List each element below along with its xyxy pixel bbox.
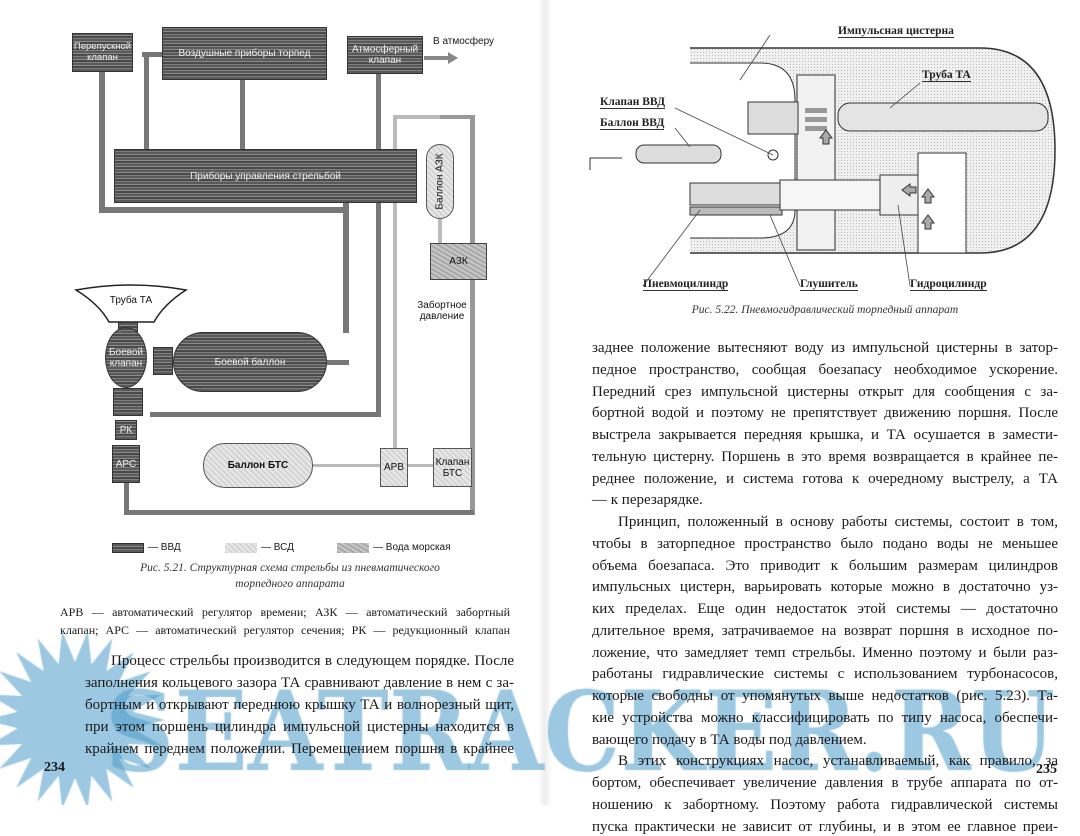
body-line: импульсных цистерн, варьировать которые … — [592, 579, 1058, 596]
body-line: пуска практически не зависит от глубины,… — [592, 818, 1058, 835]
atmo-valve-block: Атмосферный клапан — [347, 36, 423, 74]
page-number: 234 — [44, 760, 65, 775]
azk-block: АЗК — [430, 243, 487, 280]
combat-valve: Боевой клапан — [105, 327, 147, 388]
azk-cylinder: Баллон АЗК — [426, 144, 454, 219]
flange — [153, 347, 173, 375]
valve-base — [113, 388, 143, 416]
body-line: вающего подачу в ТА воды под давлением. — [592, 731, 867, 748]
body-line: заднее положение вытесняют воду из импул… — [592, 340, 1058, 356]
body-line: при этом поршень цилиндра импульсной цис… — [85, 719, 514, 735]
body-line: объема боезапаса. Это приводит к большим… — [592, 557, 1058, 574]
legend-label: — ВСД — [261, 542, 294, 553]
arv-block: АРВ — [380, 448, 408, 487]
air-devices-block: Воздушные приборы торпед — [162, 27, 327, 80]
body-line: реднее положение, и система готова к оче… — [592, 470, 1058, 487]
figure-caption: Рис. 5.22. Пневмогидравлический торпедны… — [691, 304, 959, 316]
label-pneumo-cylinder: Пневмоцилиндр — [643, 278, 729, 291]
body-line: — к перезарядке. — [592, 492, 703, 509]
label-muffler: Глушитель — [800, 278, 858, 291]
body-line: педное пространство, сообщая боезапасу н… — [592, 361, 1058, 378]
body-line: бортной водой и поэтому не препятствует … — [592, 405, 1058, 422]
rk-block: РК — [115, 420, 137, 440]
figure-caption: торпедного аппарата — [235, 578, 345, 590]
body-line: бортным и открывают переднюю крышку ТА и… — [85, 697, 514, 713]
abbreviations: АРВ — автоматический регулятор времени; … — [60, 605, 510, 619]
body-line: заполнения кольцевого зазора ТА сравнива… — [85, 675, 514, 691]
outboard-pressure-label: Забортное давление — [417, 300, 467, 322]
arrow-right-icon — [424, 56, 450, 60]
legend-label: — ВВД — [148, 542, 181, 553]
body-line: длительное время, затрачиваемое на возвр… — [592, 622, 1058, 639]
legend-label: — Вода морская — [373, 542, 451, 553]
body-line: В этих конструкциях насос, устанавливаем… — [618, 753, 1058, 770]
body-line: тельную цистерну. Поршень в это время во… — [592, 448, 1058, 465]
body-line: ложение, что замедляет темп стрельбы. Им… — [592, 644, 1058, 661]
body-line: Процесс стрельбы производится в следующе… — [111, 653, 514, 669]
figure-5-22 — [589, 34, 1056, 287]
bts-valve-block: Клапан БТС — [433, 448, 472, 487]
bts-cylinder: Баллон БТС — [203, 443, 313, 488]
body-line: чтобы в заторпедное пространство было по… — [592, 535, 1058, 552]
label-hp-valve: Клапан ВВД — [600, 96, 666, 109]
legend-swatch-water — [337, 543, 369, 553]
ars-block: АРС — [112, 445, 140, 483]
body-line: Передний срез импульсной цистерны открыт… — [592, 383, 1058, 400]
label-hydro-cylinder: Гидроцилиндр — [910, 278, 987, 291]
body-line: ких пределах. Еще один недостаток этой с… — [592, 601, 1058, 617]
to-atmosphere-label: В атмосферу — [433, 36, 495, 47]
arrow-head-icon — [448, 52, 458, 64]
legend-swatch-vvd — [112, 543, 144, 553]
body-line: работаны гидравлические системы с исполь… — [592, 666, 1058, 683]
fire-control-block: Приборы управления стрельбой — [114, 149, 417, 203]
body-line: Принцип, положенный в основу работы сист… — [618, 514, 1058, 530]
book-spine — [538, 0, 552, 805]
label-hp-cylinder: Баллон ВВД — [600, 117, 665, 130]
body-line: которые свободны от упомянутых выше недо… — [592, 688, 1058, 704]
figure-caption: Рис. 5.21. Структурная схема стрельбы из… — [140, 562, 440, 574]
tube-shape — [74, 284, 189, 323]
label-tube: Труба ТА — [922, 69, 971, 82]
body-line: выстрела закрывается передняя крышка, и … — [592, 427, 1058, 443]
page-number: 235 — [1036, 762, 1057, 777]
body-line: бортом, обеспечивает увеличение давления… — [592, 775, 1058, 791]
combat-cylinder: Боевой баллон — [173, 332, 327, 392]
body-line: кие устройства можно классифицировать по… — [592, 709, 1058, 726]
body-line: крайнем переднем положении. Перемещением… — [85, 741, 514, 757]
legend-swatch-vsd — [225, 543, 257, 553]
tube-label: Труба ТА — [109, 295, 153, 306]
watermark-logo — [0, 630, 1080, 805]
label-impulse-tank: Импульсная цистерна — [838, 25, 954, 38]
bypass-valve-block: Перепускной клапан — [72, 33, 133, 72]
